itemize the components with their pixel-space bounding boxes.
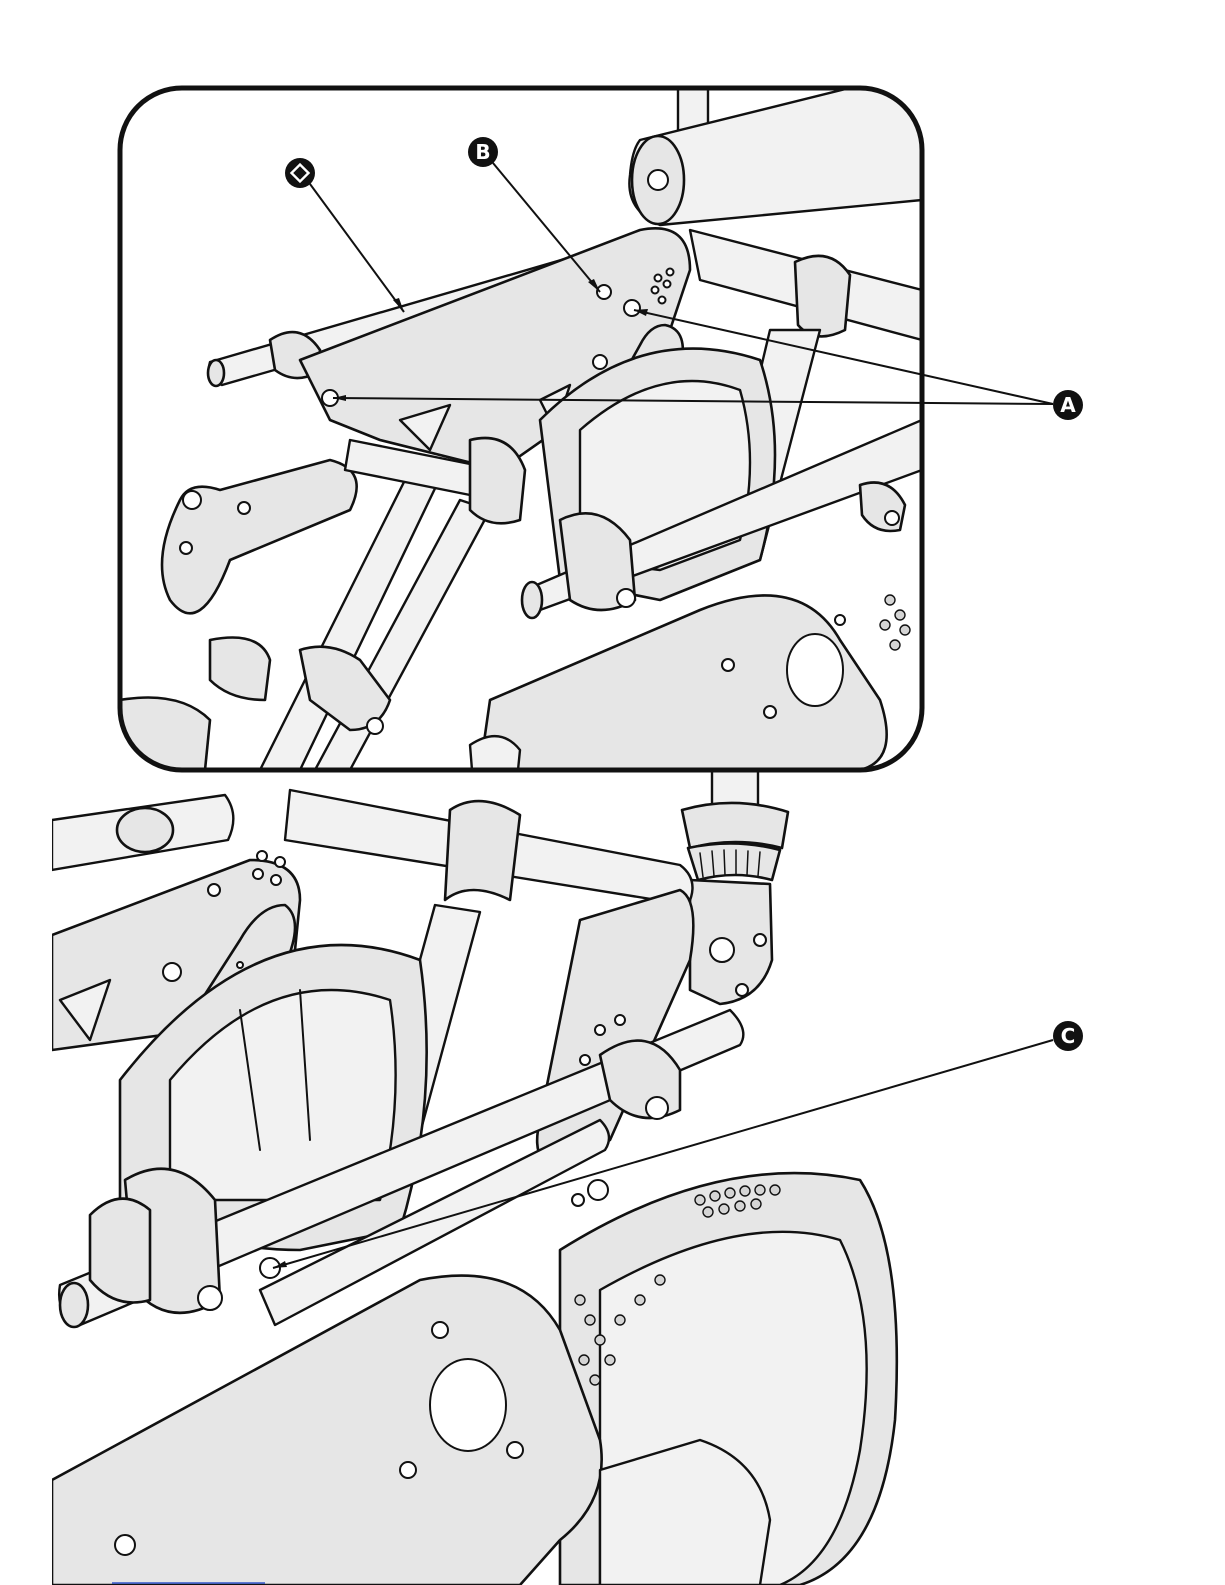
inset-detail-view [120, 70, 922, 770]
right-side-plate [537, 890, 693, 1170]
lower-bracket-plate [52, 1276, 602, 1585]
main-view-frame-assembly [52, 770, 897, 1585]
bolt-c [260, 1258, 280, 1278]
callout-b-label: B [475, 140, 490, 164]
callout-c-label: C [1061, 1024, 1076, 1048]
height-adjust-collar [682, 803, 788, 880]
callout-a-label: A [1060, 393, 1076, 417]
tube-clamp [445, 801, 520, 900]
inset-bolt-a-upper [624, 300, 640, 316]
